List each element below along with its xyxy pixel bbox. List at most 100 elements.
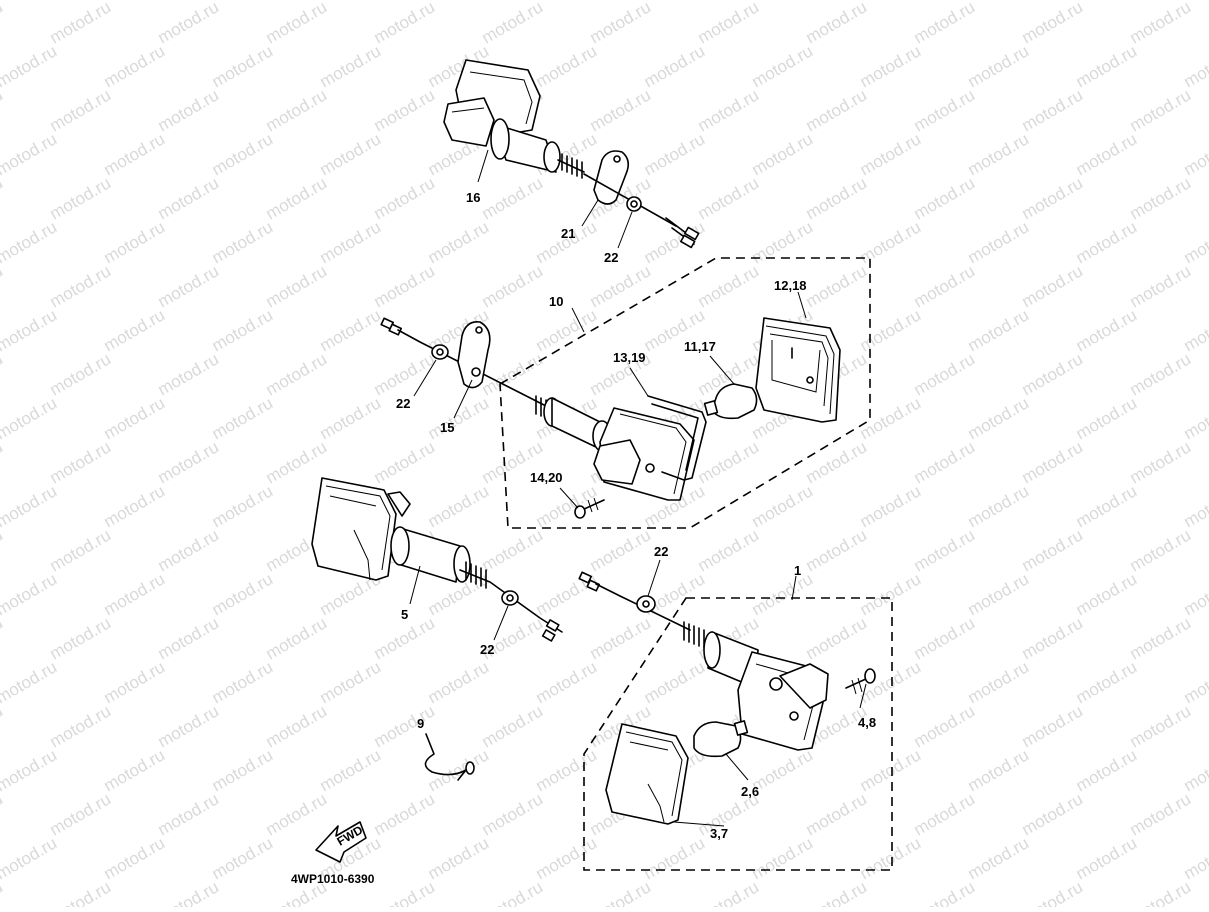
watermark-text: motod.ru: [101, 745, 169, 795]
watermark-text: motod.ru: [371, 789, 439, 839]
watermark-text: motod.ru: [641, 129, 709, 179]
watermark-text: motod.ru: [803, 789, 871, 839]
watermark-text: motod.ru: [263, 85, 331, 135]
watermark-text: motod.ru: [263, 437, 331, 487]
watermark-text: motod.ru: [641, 657, 709, 707]
watermark-text: motod.ru: [1127, 877, 1195, 907]
watermark-text: motod.ru: [965, 129, 1033, 179]
watermark-text: motod.ru: [1019, 85, 1087, 135]
watermark-text: motod.ru: [533, 657, 601, 707]
watermark-text: motod.ru: [317, 745, 385, 795]
watermark-text: motod.ru: [371, 173, 439, 223]
watermark-text: motod.ru: [533, 833, 601, 883]
watermark-text: motod.ru: [0, 305, 60, 355]
watermark-text: motod.ru: [587, 85, 655, 135]
watermark-text: motod.ru: [101, 393, 169, 443]
watermark-text: motod.ru: [479, 525, 547, 575]
watermark-text: motod.ru: [101, 305, 169, 355]
watermark-text: motod.ru: [155, 525, 223, 575]
watermark-text: motod.ru: [1181, 745, 1209, 795]
watermark-text: motod.ru: [587, 525, 655, 575]
watermark-text: motod.ru: [1019, 789, 1087, 839]
watermark-text: motod.ru: [155, 613, 223, 663]
watermark-text: motod.ru: [857, 569, 925, 619]
watermark-text: motod.ru: [47, 0, 115, 47]
watermark-text: motod.ru: [695, 0, 763, 47]
watermark-text: motod.ru: [0, 701, 6, 751]
watermark-text: motod.ru: [1073, 0, 1141, 3]
watermark-text: motod.ru: [47, 701, 115, 751]
watermark-text: motod.ru: [371, 877, 439, 907]
watermark-text: motod.ru: [425, 393, 493, 443]
watermark-text: motod.ru: [101, 833, 169, 883]
watermark-text: motod.ru: [101, 569, 169, 619]
watermark-text: motod.ru: [1181, 481, 1209, 531]
watermark-text: motod.ru: [155, 437, 223, 487]
watermark-text: motod.ru: [1127, 349, 1195, 399]
watermark-text: motod.ru: [587, 261, 655, 311]
watermark-text: motod.ru: [749, 129, 817, 179]
watermark-text: motod.ru: [1127, 789, 1195, 839]
watermark-text: motod.ru: [965, 569, 1033, 619]
watermark-text: motod.ru: [1181, 657, 1209, 707]
watermark-text: motod.ru: [1181, 833, 1209, 883]
watermark-text: motod.ru: [749, 0, 817, 3]
watermark-text: motod.ru: [857, 745, 925, 795]
watermark-text: motod.ru: [209, 0, 277, 3]
watermark-text: motod.ru: [317, 305, 385, 355]
watermark-text: motod.ru: [911, 789, 979, 839]
watermark-text: motod.ru: [263, 701, 331, 751]
watermark-text: motod.ru: [209, 745, 277, 795]
watermark-text: motod.ru: [1181, 305, 1209, 355]
watermark-text: motod.ru: [479, 349, 547, 399]
watermark-text: motod.ru: [965, 745, 1033, 795]
watermark-text: motod.ru: [695, 877, 763, 907]
watermark-text: motod.ru: [803, 525, 871, 575]
watermark-text: motod.ru: [263, 173, 331, 223]
callout-22-lower: 22: [480, 642, 494, 657]
watermark-text: motod.ru: [0, 525, 6, 575]
watermark-text: motod.ru: [911, 877, 979, 907]
watermark-text: motod.ru: [911, 349, 979, 399]
watermark-text: motod.ru: [0, 85, 6, 135]
watermark-text: motod.ru: [587, 613, 655, 663]
watermark-text: motod.ru: [317, 41, 385, 91]
watermark-text: motod.ru: [965, 217, 1033, 267]
watermark-text: motod.ru: [857, 41, 925, 91]
watermark-text: motod.ru: [209, 217, 277, 267]
watermark-text: motod.ru: [803, 877, 871, 907]
watermark-text: motod.ru: [533, 41, 601, 91]
watermark-text: motod.ru: [1073, 833, 1141, 883]
watermark-text: motod.ru: [911, 173, 979, 223]
watermark-text: motod.ru: [1127, 261, 1195, 311]
watermark-text: motod.ru: [425, 481, 493, 531]
watermark-text: motod.ru: [101, 217, 169, 267]
watermark-text: motod.ru: [209, 657, 277, 707]
watermark-text: motod.ru: [1019, 701, 1087, 751]
watermark-text: motod.ru: [857, 481, 925, 531]
watermark-text: motod.ru: [371, 349, 439, 399]
watermark-text: motod.ru: [155, 877, 223, 907]
watermark-text: motod.ru: [1127, 173, 1195, 223]
watermark-text: motod.ru: [479, 701, 547, 751]
callout-22-right: 22: [654, 544, 668, 559]
watermark-text: motod.ru: [911, 701, 979, 751]
watermark-text: motod.ru: [479, 877, 547, 907]
watermark-text: motod.ru: [101, 0, 169, 3]
watermark-text: motod.ru: [1127, 85, 1195, 135]
watermark-text: motod.ru: [1019, 0, 1087, 47]
watermark-text: motod.ru: [155, 349, 223, 399]
watermark-text: motod.ru: [965, 481, 1033, 531]
watermark-text: motod.ru: [803, 173, 871, 223]
watermark-text: motod.ru: [641, 833, 709, 883]
watermark-text: motod.ru: [479, 0, 547, 47]
watermark-text: motod.ru: [0, 569, 60, 619]
watermark-text: motod.ru: [155, 789, 223, 839]
watermark-text: motod.ru: [155, 701, 223, 751]
watermark-text: motod.ru: [533, 305, 601, 355]
watermark-text: motod.ru: [803, 437, 871, 487]
watermark-text: motod.ru: [263, 261, 331, 311]
watermark-text: motod.ru: [1181, 569, 1209, 619]
callout-2-6: 2,6: [741, 784, 759, 799]
